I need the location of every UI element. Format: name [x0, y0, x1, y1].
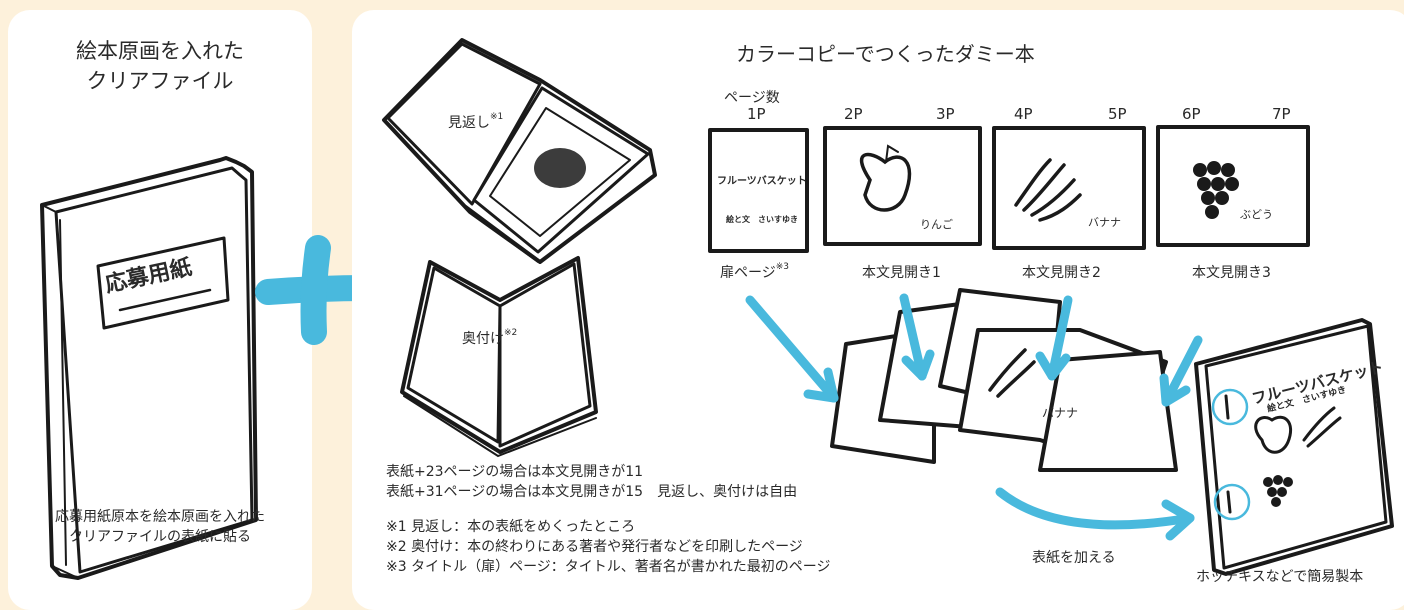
banana-word: バナナ	[1088, 216, 1121, 229]
spread-3-caption: 本文見開き3	[1192, 265, 1271, 281]
endpaper-label: 見返し※1	[448, 112, 504, 131]
add-cover-label: 表紙を加える	[1032, 550, 1116, 566]
title-page-author: 絵と文 さいすゆき	[726, 215, 798, 224]
footnote-1: ※1 見返し：本の表紙をめくったところ	[386, 519, 636, 535]
page-number-1: 1P	[747, 105, 766, 123]
staple-binding-label: ホッチキスなどで簡易製本	[1196, 569, 1364, 585]
spread-1-caption: 本文見開き1	[862, 265, 941, 281]
title-page-caption: 扉ページ※3	[720, 262, 790, 281]
apple-word: りんご	[920, 218, 953, 231]
page-number-4: 4P	[1014, 105, 1033, 123]
spread-2-caption: 本文見開き2	[1022, 265, 1101, 281]
page-number-5: 5P	[1108, 105, 1127, 123]
page-count-label: ページ数	[724, 90, 780, 106]
page-number-6: 6P	[1182, 105, 1201, 123]
clear-file-caption: 応募用紙原本を絵本原画を入れた クリアファイルの表紙に貼る	[55, 509, 265, 545]
title-page-title: フルーツバスケット	[717, 176, 807, 187]
grape-word: ぶどう	[1240, 208, 1273, 221]
footnotes: ※1 見返し：本の表紙をめくったところ ※2 奥付け：本の終わりにある著者や発行…	[386, 517, 831, 577]
footnote-2: ※2 奥付け：本の終わりにある著者や発行者などを印刷したページ	[386, 539, 803, 555]
dummy-book-title: カラーコピーでつくったダミー本	[736, 42, 1035, 66]
page-number-3: 3P	[936, 105, 955, 123]
colophon-label: 奥付け※2	[462, 328, 518, 347]
spread-count-info: 表紙+23ページの場合は本文見開きが11 表紙+31ページの場合は本文見開きが1…	[386, 464, 798, 500]
footnote-3: ※3 タイトル（扉）ページ：タイトル、著者名が書かれた最初のページ	[386, 559, 831, 575]
spread-banana-word: バナナ	[1042, 406, 1079, 420]
page-number-2: 2P	[844, 105, 863, 123]
clear-file-title: 絵本原画を入れた クリアファイル	[76, 39, 244, 93]
page-number-7: 7P	[1272, 105, 1291, 123]
